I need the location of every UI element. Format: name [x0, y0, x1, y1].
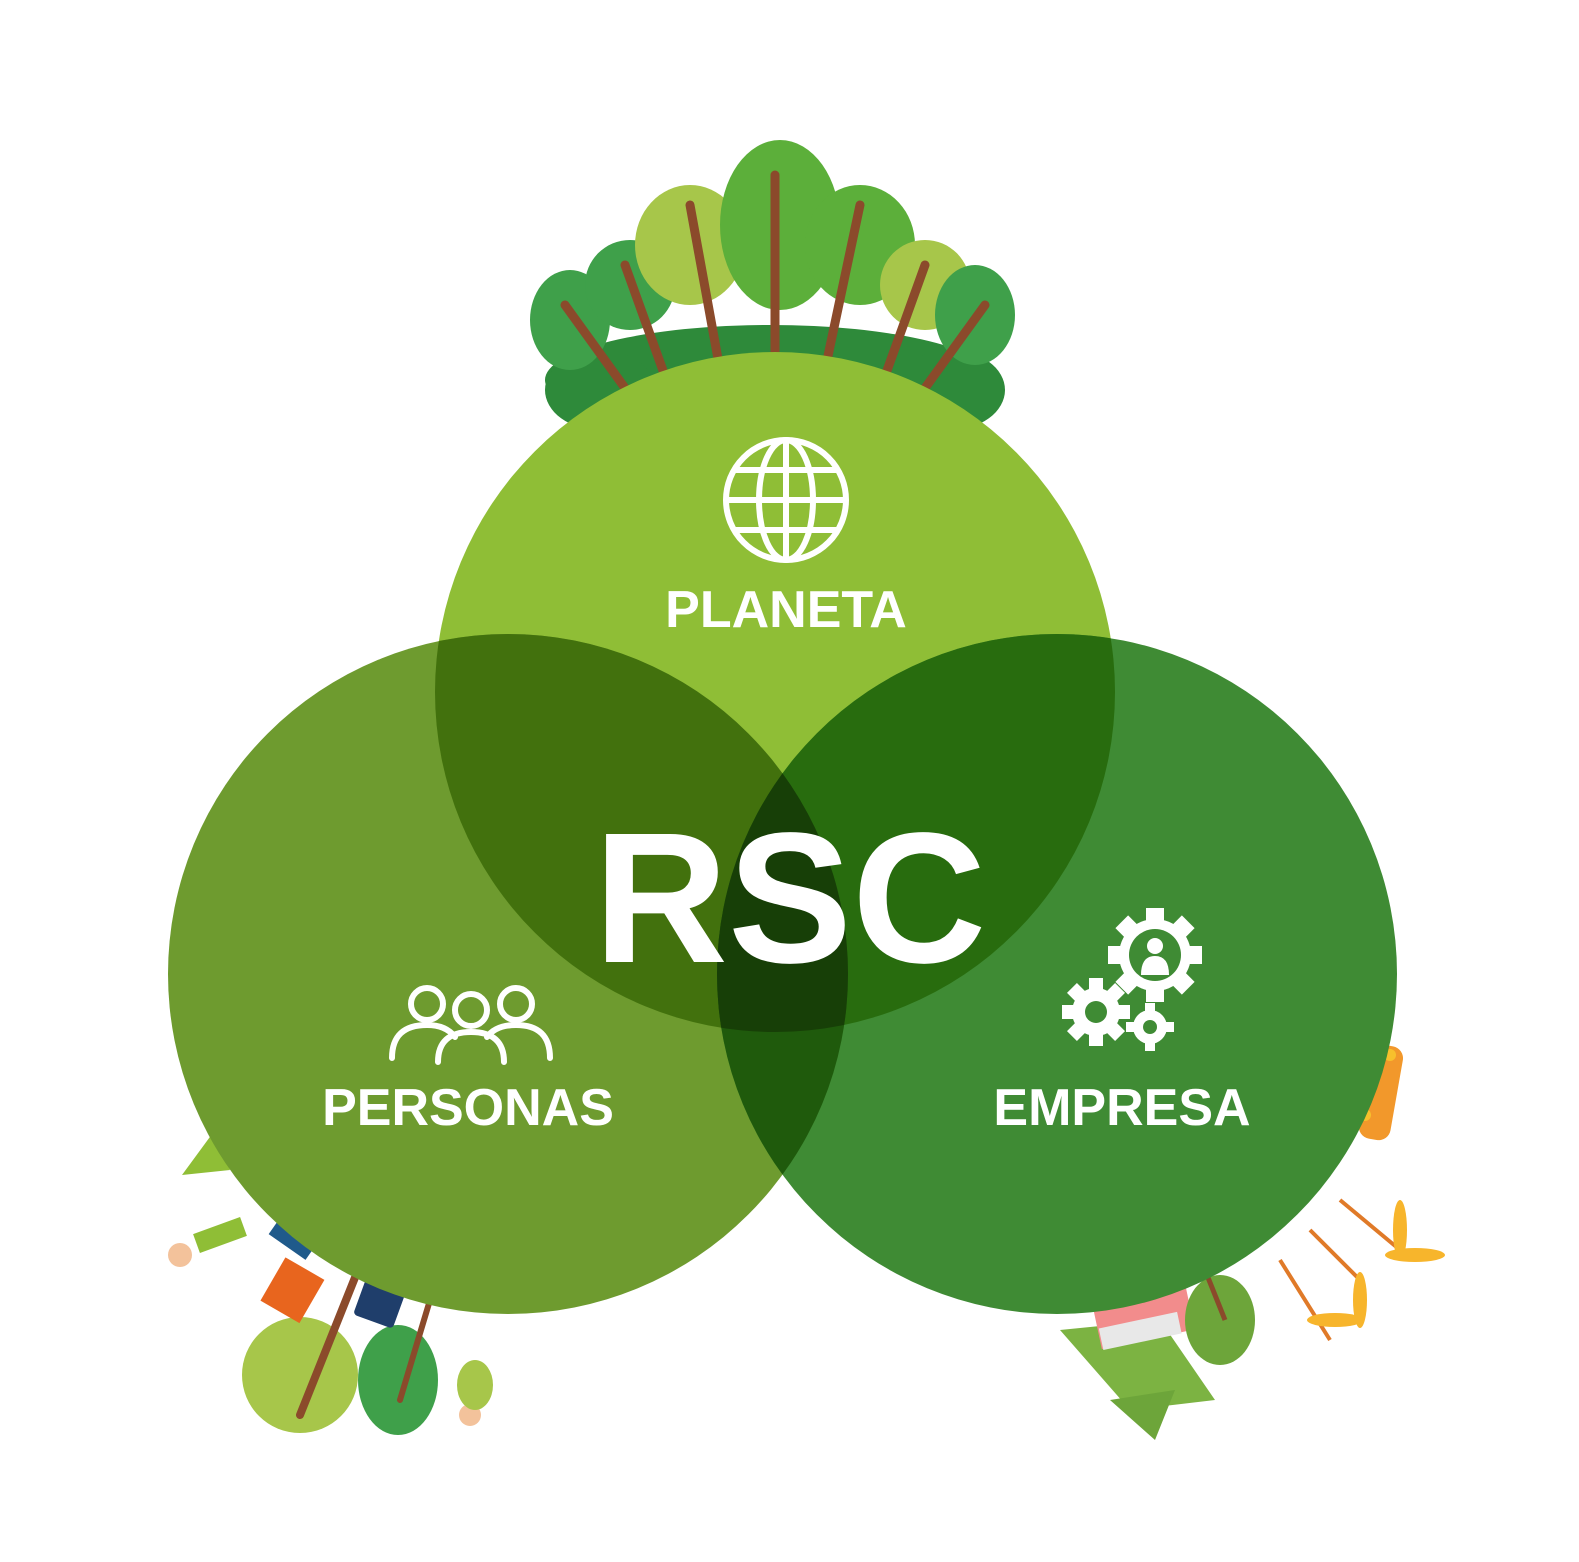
center-label: RSC	[594, 795, 987, 1002]
wind-turbines-illustration	[1280, 1200, 1445, 1340]
personas-label: PERSONAS	[322, 1079, 614, 1137]
planeta-label: PLANETA	[665, 581, 907, 639]
globe-icon	[726, 440, 846, 560]
empresa-label: EMPRESA	[993, 1079, 1250, 1137]
